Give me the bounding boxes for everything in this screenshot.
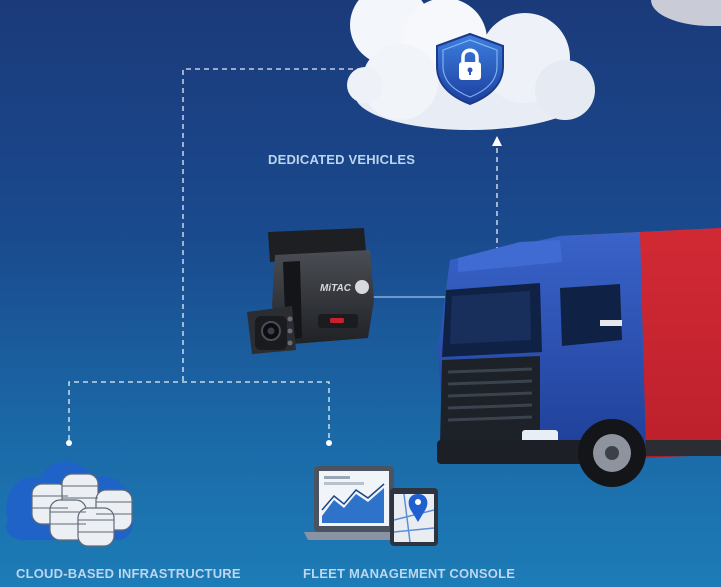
database-stack-icon — [5, 461, 133, 547]
map-pin-icon — [390, 488, 438, 546]
laptop-chart-icon — [304, 466, 402, 540]
connector-camera-to-cloud — [182, 68, 360, 381]
camera-brand: MiTAC — [320, 283, 352, 294]
label-cloud-infrastructure: CLOUD-BASED INFRASTRUCTURE — [16, 566, 241, 581]
truck — [437, 228, 721, 487]
connector-lines — [68, 68, 498, 440]
connector-arrow-up — [492, 136, 502, 146]
connector-dot-cloud — [66, 440, 72, 446]
label-fleet-console: FLEET MANAGEMENT CONSOLE — [303, 566, 516, 581]
connector-dot-fleet — [326, 440, 332, 446]
dashcam-device — [247, 228, 374, 354]
connector-to-infrastructure — [68, 381, 330, 440]
label-dedicated-vehicles: DEDICATED VEHICLES — [268, 152, 416, 167]
cloud-icon — [347, 0, 595, 130]
lock-shield-icon — [436, 32, 504, 106]
